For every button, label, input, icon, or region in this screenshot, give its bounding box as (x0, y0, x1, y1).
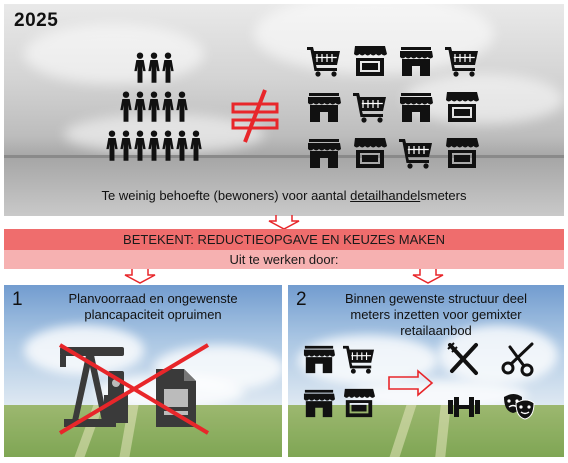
shopping-cart-icon (352, 90, 388, 124)
shop-icon (302, 343, 336, 375)
caption-underlined-text: detailhandel (350, 188, 421, 203)
top-caption: Te weinig behoefte (bewoners) voor aanta… (4, 188, 564, 203)
crossed-out-plans (56, 343, 216, 435)
person-icon (120, 130, 132, 161)
not-equal-icon (229, 88, 281, 144)
retail-icons-grid (306, 44, 486, 174)
shop-icon (444, 90, 480, 124)
document-icon (156, 369, 196, 427)
retail-icons-small (302, 343, 382, 423)
person-icon (134, 52, 146, 83)
panel-title-line: retailaanbod (400, 323, 472, 338)
person-icon (148, 52, 160, 83)
shopping-cart-icon (444, 44, 480, 78)
banner-main: BETEKENT: REDUCTIEOPGAVE EN KEUZES MAKEN (4, 229, 564, 250)
shopping-cart-icon (342, 343, 376, 375)
step-number: 2 (296, 289, 307, 310)
shop-icon (444, 136, 480, 170)
panel-title: Planvoorraad en ongewenste plancapacitei… (24, 291, 282, 323)
panel-title-line: Planvoorraad en ongewenste (68, 291, 238, 306)
down-arrow-icon (124, 269, 156, 284)
person-icon (176, 91, 188, 122)
caption-text: Te weinig behoefte (bewoners) voor aanta… (101, 188, 351, 203)
person-icon (162, 130, 174, 161)
year-label: 2025 (14, 10, 59, 31)
top-panel: 2025 Te weinig behoefte (bewoners) voor … (4, 4, 564, 216)
panel-title: Binnen gewenste structuur deel meters in… (308, 291, 564, 339)
person-icon (148, 130, 160, 161)
person-icon (162, 52, 174, 83)
shop-icon (342, 387, 376, 419)
panel-option-1: 1 Planvoorraad en ongewenste plancapacit… (4, 285, 282, 457)
shop-icon (352, 44, 388, 78)
panel-title-line: plancapaciteit opruimen (84, 307, 222, 322)
person-icon (162, 91, 174, 122)
person-icon (134, 91, 146, 122)
shop-icon (352, 136, 388, 170)
person-icon (148, 91, 160, 122)
banner-sub-text: Uit te werken door: (229, 252, 339, 267)
banner-main-text: BETEKENT: REDUCTIEOPGAVE EN KEUZES MAKEN (123, 232, 445, 247)
panel-option-2: 2 Binnen gewenste structuur deel meters … (288, 285, 564, 457)
caption-text-suffix: smeters (420, 188, 467, 203)
person-icon (120, 91, 132, 122)
panel-title-line: meters inzetten voor gemixter (350, 307, 522, 322)
fork-knife-icon (447, 342, 478, 375)
scissors-icon (501, 342, 534, 377)
step-number: 1 (12, 289, 23, 310)
panel-title-line: Binnen gewenste structuur deel (344, 291, 528, 306)
people-pyramid-icon (104, 52, 204, 170)
dumbbell-icon (448, 397, 480, 417)
shop-icon (306, 90, 342, 124)
right-arrow-icon (388, 369, 434, 397)
shop-icon (398, 44, 434, 78)
banner-sub: Uit te werken door: (4, 250, 564, 269)
shop-icon (302, 387, 336, 419)
person-icon (190, 130, 202, 161)
down-arrow-icon (412, 269, 444, 284)
theater-masks-icon (504, 394, 535, 420)
mixed-services-icons (438, 341, 558, 431)
shopping-cart-icon (398, 136, 434, 170)
shop-icon (306, 136, 342, 170)
down-arrow-icon (268, 215, 300, 230)
person-icon (176, 130, 188, 161)
person-icon (134, 130, 146, 161)
shopping-cart-icon (306, 44, 342, 78)
person-icon (106, 130, 118, 161)
shop-icon (398, 90, 434, 124)
